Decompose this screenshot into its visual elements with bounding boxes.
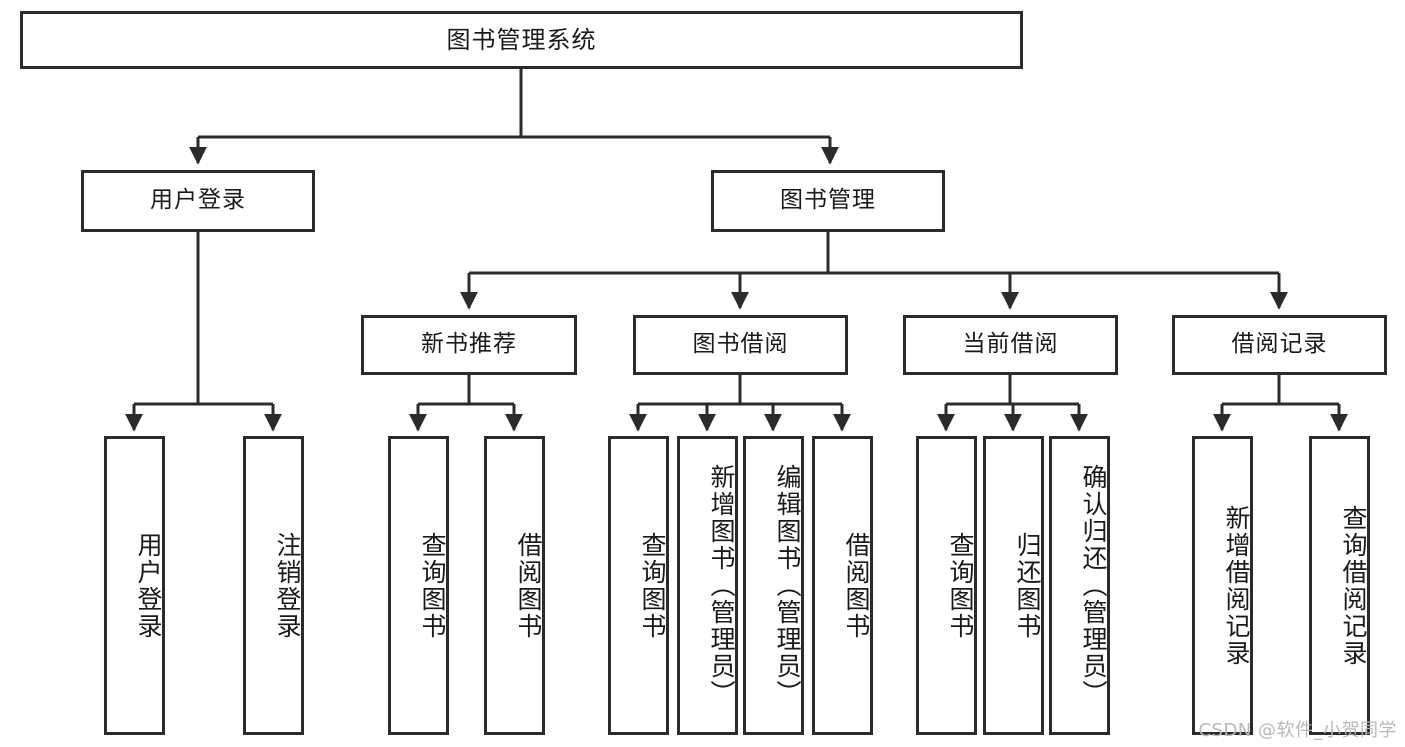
node-label: 注销登录 xyxy=(273,531,302,640)
node-leaf-confirm-return[interactable]: 确认归还（管理员） xyxy=(1049,436,1110,735)
node-leaf-user-login[interactable]: 用户登录 xyxy=(104,436,165,735)
node-leaf-query-book-3[interactable]: 查询图书 xyxy=(916,436,977,735)
node-label: 确认归还（管理员） xyxy=(1079,464,1108,707)
node-label: 用户登录 xyxy=(150,187,246,214)
node-label: 新书推荐 xyxy=(421,331,517,358)
node-label: 查询图书 xyxy=(946,531,975,640)
node-leaf-borrow-book-1[interactable]: 借阅图书 xyxy=(484,436,545,735)
csdn-watermark: CSDN @软件_小贺同学 xyxy=(1198,720,1397,741)
node-label: 查询借阅记录 xyxy=(1339,504,1368,667)
node-label: 借阅记录 xyxy=(1231,331,1328,358)
node-leaf-query-record[interactable]: 查询借阅记录 xyxy=(1309,436,1370,735)
node-book-manage[interactable]: 图书管理 xyxy=(711,170,945,232)
node-label: 查询图书 xyxy=(418,531,447,640)
node-label: 图书管理系统 xyxy=(446,25,597,54)
node-root-book-management-system[interactable]: 图书管理系统 xyxy=(20,11,1023,69)
node-leaf-query-book-2[interactable]: 查询图书 xyxy=(608,436,669,735)
node-label: 当前借阅 xyxy=(962,331,1059,358)
node-leaf-edit-book[interactable]: 编辑图书（管理员） xyxy=(743,436,804,735)
node-borrow-record[interactable]: 借阅记录 xyxy=(1172,315,1387,375)
node-label: 查询图书 xyxy=(638,531,667,640)
node-label: 归还图书 xyxy=(1013,531,1042,640)
node-user-login[interactable]: 用户登录 xyxy=(81,170,315,232)
node-leaf-add-record[interactable]: 新增借阅记录 xyxy=(1192,436,1253,735)
node-label: 借阅图书 xyxy=(842,531,871,640)
node-label: 用户登录 xyxy=(134,531,163,640)
node-label: 编辑图书（管理员） xyxy=(773,464,802,707)
node-label: 图书管理 xyxy=(780,187,876,214)
node-label: 新增图书（管理员） xyxy=(707,464,736,707)
node-leaf-return-book[interactable]: 归还图书 xyxy=(983,436,1044,735)
node-new-book-recommend[interactable]: 新书推荐 xyxy=(361,315,577,375)
node-leaf-borrow-book-2[interactable]: 借阅图书 xyxy=(812,436,873,735)
node-leaf-add-book[interactable]: 新增图书（管理员） xyxy=(677,436,738,735)
node-label: 借阅图书 xyxy=(514,531,543,640)
node-label: 图书借阅 xyxy=(692,331,789,358)
node-current-borrow[interactable]: 当前借阅 xyxy=(903,315,1118,375)
node-label: 新增借阅记录 xyxy=(1222,504,1251,667)
node-book-borrow[interactable]: 图书借阅 xyxy=(633,315,848,375)
node-leaf-query-book-1[interactable]: 查询图书 xyxy=(388,436,449,735)
node-leaf-logout-login[interactable]: 注销登录 xyxy=(243,436,304,735)
